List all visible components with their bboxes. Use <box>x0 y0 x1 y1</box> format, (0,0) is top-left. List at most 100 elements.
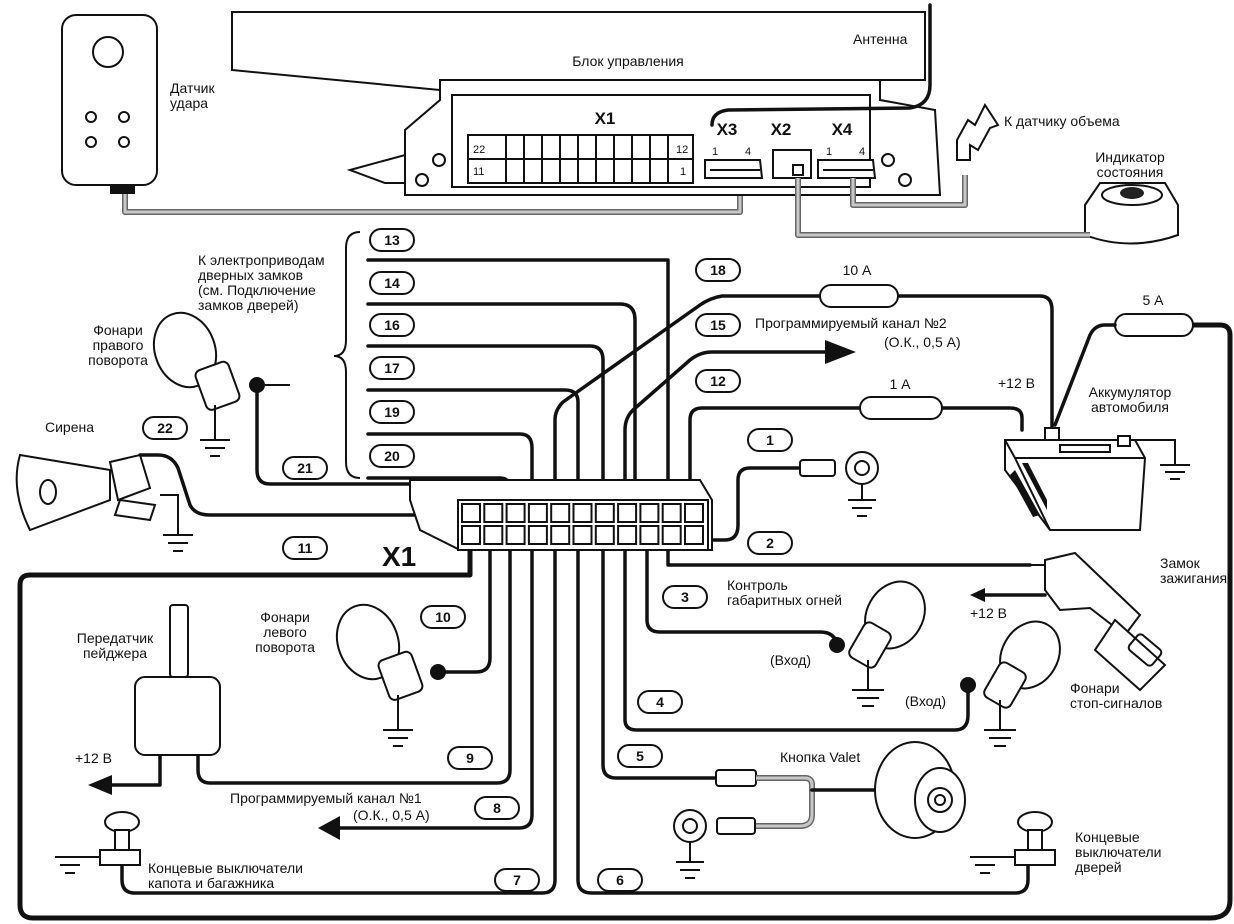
wire-number-label: 11 <box>298 540 313 556</box>
wire-number-22: 22 <box>142 416 188 440</box>
pager-transmitter <box>88 604 221 795</box>
wire-number-1: 1 <box>747 428 793 452</box>
wire-number-16: 16 <box>369 313 415 337</box>
x3-pin-1: 1 <box>712 146 718 158</box>
wire-number-17: 17 <box>369 356 415 380</box>
siren-label: Сирена <box>45 419 94 435</box>
parking-light-bulb <box>829 580 926 707</box>
prog-channel-2-spec: (О.К., 0,5 А) <box>884 334 961 350</box>
control-unit-label: Блок управления <box>572 53 684 69</box>
wire-number-6: 6 <box>597 868 643 892</box>
wire-number-19: 19 <box>369 400 415 424</box>
door-lock-brace <box>333 231 361 479</box>
wire-number-label: 20 <box>384 448 400 464</box>
antenna-label: Антенна <box>853 31 908 47</box>
wire-number-12: 12 <box>695 369 741 393</box>
wire-number-label: 2 <box>766 535 774 551</box>
ignition-plus12-label: +12 В <box>970 605 1007 621</box>
x2-label: X2 <box>771 120 792 139</box>
wire-number-5: 5 <box>617 744 663 768</box>
wire-number-15: 15 <box>695 313 741 337</box>
volume-sensor-label: К датчику объема <box>1004 113 1120 129</box>
x1-harness-connector <box>409 479 713 551</box>
outer-ground-loop <box>17 322 1233 921</box>
left-turn-bulb <box>335 603 472 747</box>
x4-pin-4: 4 <box>859 146 865 158</box>
wire-number-7: 7 <box>494 868 540 892</box>
wire-number-20: 20 <box>369 444 415 468</box>
stop-light-bulb <box>960 620 1061 747</box>
fuse-10a <box>819 284 899 308</box>
fuse-10a-label: 10 А <box>843 262 872 278</box>
wire-number-label: 18 <box>710 262 726 278</box>
wire-number-13: 13 <box>369 228 415 252</box>
valet-button <box>673 741 966 879</box>
pager-plus12-label: +12 В <box>75 750 112 766</box>
x4-label: X4 <box>832 120 853 139</box>
wire-number-label: 10 <box>435 609 451 625</box>
wire-number-label: 4 <box>656 694 664 710</box>
ignition-switch <box>970 551 1167 692</box>
prog-channel-2-label: Программируемый канал №2 <box>755 315 947 331</box>
battery <box>1004 427 1190 531</box>
wire-number-label: 13 <box>384 232 400 248</box>
status-indicator <box>1084 182 1179 245</box>
x3-pin-4: 4 <box>745 146 751 158</box>
fuse-5a <box>1053 313 1194 427</box>
antenna-wire <box>710 3 932 127</box>
wire-number-label: 17 <box>384 360 400 376</box>
parking-input-label: (Вход) <box>770 652 811 668</box>
wire-number-label: 16 <box>384 317 400 333</box>
stop-input-label: (Вход) <box>905 693 946 709</box>
x1-label: X1 <box>595 109 616 128</box>
wire-number-label: 22 <box>157 420 173 436</box>
wire-number-11: 11 <box>282 536 328 560</box>
fuse-1a-label: 1 А <box>889 376 911 392</box>
wire-number-label: 19 <box>384 404 400 420</box>
prog-channel-2-arrow <box>825 340 856 364</box>
door-switch <box>970 811 1056 874</box>
wire-number-label: 9 <box>466 750 474 766</box>
wire-number-8: 8 <box>474 796 520 820</box>
x1-big-label: X1 <box>382 541 416 572</box>
wire-number-label: 5 <box>636 748 644 764</box>
wire-number-3: 3 <box>662 585 708 609</box>
valet-label: Кнопка Valet <box>780 749 860 765</box>
wire-number-label: 7 <box>513 872 521 888</box>
wire-number-label: 14 <box>384 275 400 291</box>
wire-number-14: 14 <box>369 271 415 295</box>
wire-number-9: 9 <box>447 746 493 770</box>
x2-plug <box>772 149 812 179</box>
x1-pin-11: 11 <box>473 166 484 178</box>
x4-pin-1: 1 <box>826 146 832 158</box>
right-turn-bulb <box>152 311 290 457</box>
volume-sensor-arrow <box>956 102 1000 161</box>
x1-pin-12: 12 <box>676 144 688 156</box>
wire-number-18: 18 <box>695 258 741 282</box>
wire-number-label: 3 <box>681 589 689 605</box>
wire-number-4: 4 <box>637 690 683 714</box>
prog-channel-1-arrow <box>318 816 340 840</box>
ground-terminal-1 <box>799 451 879 517</box>
wire-number-label: 12 <box>710 373 726 389</box>
siren <box>15 453 193 552</box>
x1-header <box>467 134 694 184</box>
fuse-5a-label: 5 А <box>1142 292 1164 308</box>
wire-number-2: 2 <box>747 531 793 555</box>
x4-plug <box>817 159 877 179</box>
x1-pin-1: 1 <box>680 166 686 178</box>
prog-channel-1-label: Программируемый канал №1 <box>230 790 422 806</box>
wire-number-label: 1 <box>766 432 774 448</box>
